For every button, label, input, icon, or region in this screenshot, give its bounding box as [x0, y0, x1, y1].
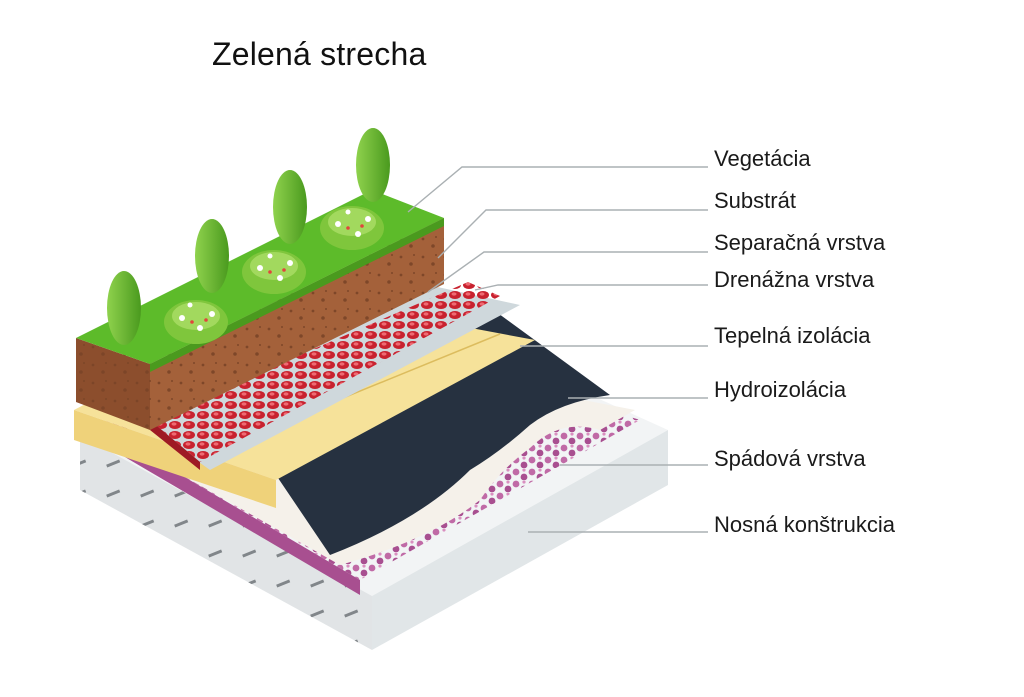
drainage-layer	[150, 282, 500, 462]
flower-dots-red	[190, 224, 364, 324]
slab-front-tint	[80, 435, 372, 650]
leader-lines	[407, 166, 708, 533]
trees	[107, 128, 390, 345]
label-waterproofing: Hydroizolácia	[714, 377, 847, 402]
slab-side	[372, 430, 668, 650]
label-slope-layer: Spádová vrstva	[714, 446, 866, 471]
insulation-front	[74, 410, 276, 508]
diagram-title: Zelená strecha	[212, 36, 427, 72]
label-separation-layer: Separačná vrstva	[714, 230, 886, 255]
label-drainage-layer: Drenážna vrstva	[714, 267, 875, 292]
label-load-bearing-structure: Nosná konštrukcia	[714, 512, 895, 537]
label-vegetation: Vegetácia	[714, 146, 811, 171]
label-substrate: Substrát	[714, 188, 796, 213]
drainage-edge	[150, 420, 200, 470]
label-thermal-insulation: Tepelná izolácia	[714, 323, 871, 348]
vegetation-edge	[150, 218, 444, 372]
flowers	[179, 209, 371, 331]
